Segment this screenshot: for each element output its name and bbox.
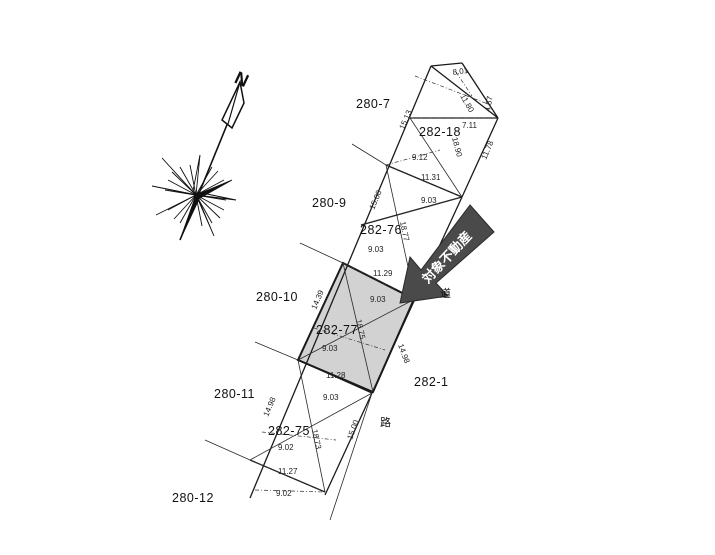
dimension-label: 9.03 — [323, 393, 339, 402]
dimension-label: 11.31 — [421, 173, 441, 182]
dimension-labels: 8.01 11.80 4.57 15.13 7.11 18.90 11.78 9… — [262, 66, 496, 498]
parcel-boundaries — [249, 62, 499, 499]
dimension-label: 9.03 — [370, 295, 386, 304]
parcel-label-280-12: 280-12 — [172, 491, 214, 505]
north-label: N — [232, 68, 252, 92]
dimension-label: 11.29 — [373, 269, 393, 278]
extension-lines — [204, 117, 463, 521]
dimension-label: 7.11 — [462, 121, 478, 130]
compass-star-icon — [151, 154, 237, 241]
dimension-label: 8.01 — [452, 66, 469, 77]
dimension-label: 11.78 — [480, 139, 496, 161]
dimension-label: 14.98 — [262, 395, 278, 417]
dimension-label: 18.77 — [398, 221, 411, 243]
parcel-label-282-76: 282-76 — [360, 223, 402, 237]
dimension-label: 9.03 — [368, 245, 384, 254]
parcel-label-280-7: 280-7 — [356, 97, 390, 111]
parcel-label-280-9: 280-9 — [312, 196, 346, 210]
parcel-label-280-11: 280-11 — [214, 387, 255, 401]
road-mark-1: 道 — [440, 286, 451, 300]
dimension-label: 14.98 — [396, 343, 411, 365]
dimension-label: 18.73 — [310, 429, 323, 451]
dimension-label: 11.27 — [278, 467, 298, 476]
dimension-label: 9.03 — [421, 196, 437, 205]
dimension-label: 15.00 — [345, 418, 360, 440]
dimension-label: 18.90 — [450, 136, 464, 158]
dimension-label: 9.02 — [278, 443, 294, 452]
road-mark-2: 路 — [380, 416, 391, 429]
dimension-label: 11.28 — [326, 371, 346, 380]
parcel-label-282-75: 282-75 — [268, 424, 310, 438]
dimension-label: 9.12 — [412, 153, 428, 162]
dimension-label: 15.00 — [368, 188, 384, 210]
parcel-label-282-1: 282-1 — [414, 375, 448, 389]
dimension-label: 18.75 — [354, 319, 367, 341]
target-arrow-icon — [399, 204, 495, 304]
parcel-label-280-10: 280-10 — [256, 290, 298, 304]
dimension-label: 11.80 — [458, 93, 476, 115]
parcel-labels: 280-7 280-9 280-10 280-11 280-12 282-18 … — [172, 97, 461, 505]
compass-rose: N — [151, 68, 252, 241]
dashed-diagonals — [249, 71, 498, 493]
parcel-label-282-77: 282-77 — [316, 323, 358, 337]
dimension-label: 9.02 — [276, 489, 292, 498]
dimension-label: 4.57 — [483, 95, 495, 112]
north-axis-line — [179, 109, 234, 241]
parcel-label-282-18: 282-18 — [419, 125, 461, 139]
dimension-label: 9.03 — [322, 344, 338, 353]
